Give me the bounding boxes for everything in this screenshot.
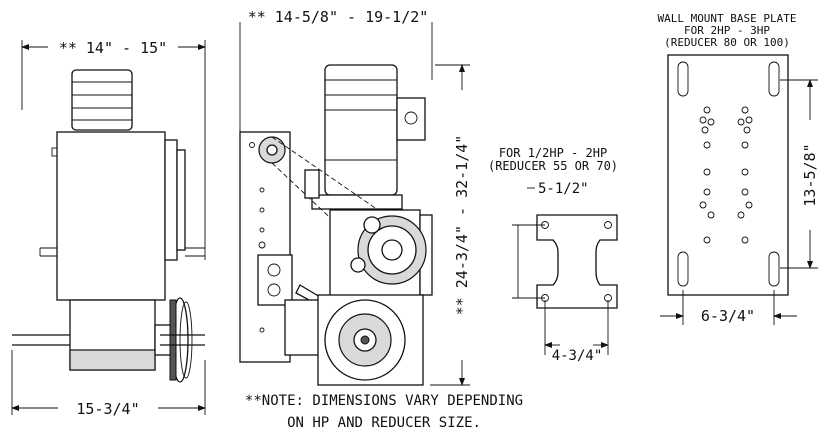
front-view: ** 14-5/8" - 19-1/2" [239, 8, 471, 386]
large-plate-label-line1: WALL MOUNT BASE PLATE [657, 12, 796, 25]
side-base-dimension: 15-3/4" [76, 400, 139, 418]
large-plate-height-dimension: 13-5/8" [801, 143, 819, 206]
large-plate-label-line3: (REDUCER 80 OR 100) [664, 36, 790, 49]
small-base-plate: FOR 1/2HP - 2HP (REDUCER 55 OR 70) 5-1/2… [488, 146, 618, 364]
side-width-dimension: ** 14" - 15" [59, 39, 167, 57]
side-view: ** 14" - 15" 15-3/4" [11, 39, 206, 418]
small-plate-width-dimension: 5-1/2" [538, 181, 589, 197]
wall-mount-base-plate: WALL MOUNT BASE PLATE FOR 2HP - 3HP (RED… [657, 12, 819, 325]
small-plate-bottom-dimension: 4-3/4" [552, 348, 603, 364]
front-width-dimension: ** 14-5/8" - 19-1/2" [248, 8, 429, 26]
dimension-note-line2: ON HP AND REDUCER SIZE. [287, 415, 481, 431]
small-plate-label-line2: (REDUCER 55 OR 70) [488, 159, 618, 173]
large-plate-label-line2: FOR 2HP - 3HP [684, 24, 770, 37]
large-plate-width-dimension: 6-3/4" [701, 307, 755, 325]
front-height-dimension: ** 24-3/4" - 32-1/4" [453, 135, 471, 316]
small-plate-label-line1: FOR 1/2HP - 2HP [499, 146, 607, 160]
dimension-note-line1: **NOTE: DIMENSIONS VARY DEPENDING [245, 393, 523, 409]
